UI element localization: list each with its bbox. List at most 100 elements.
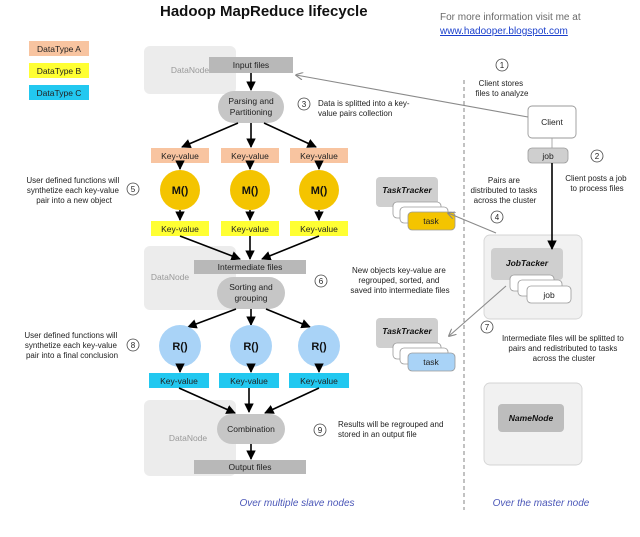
step-9-text: Results will be regrouped and stored in … [338,420,446,439]
reduce-function-2-label: R() [243,341,259,353]
kv-b-2-label: Key-value [231,224,269,234]
tasktracker-1-label: TaskTracker [382,185,432,195]
step-4-text: Pairs are distributed to tasks across th… [471,176,540,205]
reduce-function-3-label: R() [311,341,327,353]
jobtracker-label: JobTacker [506,258,549,268]
legend-label-b: DataType B [37,66,82,76]
tasktracker-2-box [376,318,438,348]
parsing-node [218,91,284,123]
tasktracker-1-task-label: task [423,216,439,226]
tasktracker-2: TaskTracker task [376,318,456,372]
kv-a-1-label: Key-value [161,151,199,161]
step-7-badge [480,320,494,334]
map-function-2 [230,170,270,210]
step-2-badge [590,149,604,163]
kv-a-3 [290,148,348,163]
step-7-number: 7 [485,323,490,332]
arrow-sort-r1 [187,308,237,329]
step-4-number: 4 [495,213,500,222]
kv-b-3 [290,221,348,236]
combination-label: Combination [227,424,275,434]
arrow-kvb3-inter [261,235,320,261]
sorting-label-2: grouping [234,293,267,303]
kv-b-3-label: Key-value [300,224,338,234]
diagram-title: Hadoop MapReduce lifecycle [160,3,368,20]
map-function-1 [160,170,200,210]
tasktracker-2-task-label: task [423,357,439,367]
kv-a-3-label: Key-value [300,151,338,161]
step-4-badge [490,210,504,224]
kv-a-2-label: Key-value [231,151,269,161]
tasktracker-2-task [407,352,456,372]
reduce-function-1-label: R() [172,341,188,353]
kv-c-2 [219,373,279,388]
input-files-label: Input files [233,60,269,70]
arrow-client-input [296,75,529,118]
step-2-text: Client posts a job to process files [565,174,629,193]
datanode-label-3: DataNode [169,433,208,443]
step-3-badge [297,97,311,111]
legend-swatch-c [29,85,89,100]
jobtracker-job-label: job [542,290,555,300]
legend-swatch-a [29,41,89,56]
input-files-box [209,57,293,73]
jobtracker-job-box [526,285,572,304]
client-job-label: job [541,151,554,161]
kv-c-3-label: Key-value [300,376,338,386]
map-function-3 [299,170,339,210]
arrow-kvb1-inter [179,235,241,261]
datanode-box-3 [144,400,236,476]
client-job-box [527,147,569,164]
step-5-badge [126,182,140,196]
step-5-text: User defined functions will synthetize e… [26,176,121,205]
step-9-badge [313,423,327,437]
output-files-label: Output files [229,462,272,472]
tasktracker-1: TaskTracker task [376,177,456,231]
step-1-number: 1 [500,61,505,70]
step-8-number: 8 [131,341,136,350]
step-1-badge [495,58,509,72]
arrow-kvc1-comb [178,387,236,414]
tasktracker-1-task [407,211,456,231]
step-9-number: 9 [318,426,323,435]
kv-c-1 [149,373,209,388]
tasktracker-2-label: TaskTracker [382,326,432,336]
sorting-node [217,277,285,309]
namenode-box [498,404,564,432]
kv-b-1-label: Key-value [161,224,199,234]
footer-master-node: Over the master node [493,498,590,509]
combination-node [217,414,285,444]
step-1-text: Client stores files to analyze [476,79,529,98]
output-files-box [194,460,306,474]
intermediate-files-label: Intermediate files [218,262,283,272]
datanode-label-1: DataNode [171,65,210,75]
arrow-sort-r3 [265,308,311,329]
step-6-badge [314,274,328,288]
client-label: Client [541,117,563,127]
kv-c-3 [289,373,349,388]
parsing-label-1: Parsing and [228,96,274,106]
arrow-parsing-kv3 [263,122,317,148]
reduce-function-1 [159,325,201,367]
map-function-1-label: M() [172,185,189,197]
datanode-label-2: DataNode [151,272,190,282]
step-8-text: User defined functions will synthetize e… [24,331,119,360]
step-3-number: 3 [302,100,307,109]
namenode-label: NameNode [509,413,554,423]
arrow-kvc3-comb [264,387,320,414]
kv-b-1 [151,221,209,236]
info-link[interactable]: www.hadooper.blogspot.com [439,26,568,37]
reduce-function-2 [230,325,272,367]
arrow-jobtracker-tasktracker-1 [448,213,497,234]
map-function-2-label: M() [242,185,259,197]
step-8-badge [126,338,140,352]
kv-c-2-label: Key-value [230,376,268,386]
kv-b-2 [221,221,279,236]
info-text: For more information visit me at [440,12,581,23]
step-6-text: New objects key-value are regrouped, sor… [350,266,449,295]
intermediate-files-box [194,260,306,274]
arrow-jobtracker-tasktracker-2 [449,285,507,336]
kv-a-1 [151,148,209,163]
step-7-text: Intermediate files will be splitted to p… [502,334,626,363]
